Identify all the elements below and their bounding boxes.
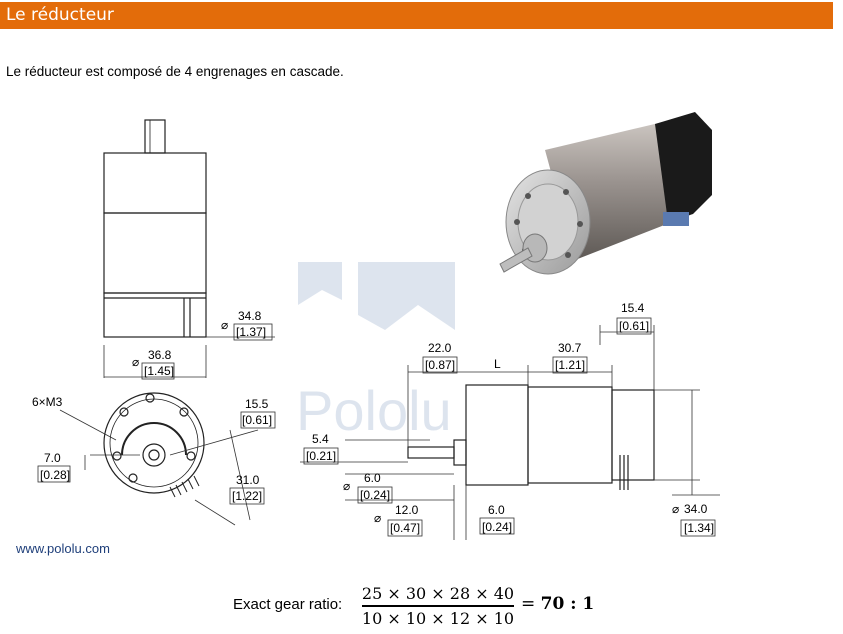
- section-title: Le réducteur: [6, 5, 114, 25]
- intro-paragraph: Le réducteur est composé de 4 engrenages…: [6, 64, 344, 79]
- dim-motor-length-in: [1.21]: [555, 358, 585, 372]
- dim-bolt-circle: 31.0: [236, 473, 260, 487]
- gear-ratio-formula: Exact gear ratio: 25 × 30 × 28 × 40 10 ×…: [233, 583, 653, 629]
- fraction-bar: [362, 605, 514, 607]
- dim-boss-length-in: [0.24]: [482, 520, 512, 534]
- motor-3d-render: [499, 112, 712, 275]
- dim-bolt-circle-in: [1.22]: [232, 489, 262, 503]
- gear-ratio-label: Exact gear ratio:: [233, 596, 343, 613]
- pololu-watermark: Pololu: [296, 262, 455, 442]
- dim-flat: 5.4: [312, 432, 329, 446]
- dim-flange-diameter-in: [1.45]: [144, 364, 174, 378]
- side-view-dims: [103, 323, 275, 380]
- dim-offset-left: 7.0: [44, 451, 61, 465]
- ratio-numerator: 25 × 30 × 28 × 40: [361, 584, 515, 603]
- ratio-value: 70 : 1: [540, 594, 595, 614]
- dim-screws: 6×M3: [32, 395, 63, 409]
- dim-offset-left-in: [0.28]: [40, 468, 70, 482]
- dim-body-diameter: 34.8: [238, 309, 262, 323]
- diameter-symbol: ⌀: [221, 318, 228, 332]
- diameter-symbol: ⌀: [374, 511, 381, 525]
- dim-motor-length: 30.7: [558, 341, 582, 355]
- dim-flange-diameter: 36.8: [148, 348, 172, 362]
- front-view: [103, 392, 205, 498]
- dim-body-diameter-in: [1.37]: [236, 325, 266, 339]
- dim-flat-in: [0.21]: [306, 449, 336, 463]
- dimensioned-side-view: [407, 384, 655, 490]
- section-header: Le réducteur: [0, 2, 833, 29]
- dim-outer-radius: 15.5: [245, 397, 269, 411]
- front-view-dims: [37, 409, 276, 526]
- dim-shaft-diameter: 6.0: [364, 471, 381, 485]
- diameter-symbol: ⌀: [672, 502, 679, 516]
- dim-motor-diameter: 34.0: [684, 502, 708, 516]
- dim-shaft-diameter-in: [0.24]: [360, 488, 390, 502]
- ratio-denominator: 10 × 10 × 12 × 10: [361, 608, 515, 628]
- dim-L: L: [494, 357, 501, 371]
- dim-outer-radius-in: [0.61]: [242, 413, 272, 427]
- ratio-fraction: 25 × 30 × 28 × 40 10 × 10 × 12 × 10: [358, 583, 518, 629]
- dim-boss-diameter: 12.0: [395, 503, 419, 517]
- dim-motor-diameter-in: [1.34]: [684, 521, 714, 535]
- ratio-result: = 70 : 1: [521, 594, 594, 614]
- dim-encoder-length-in: [0.61]: [619, 319, 649, 333]
- dim-shaft-length-in: [0.87]: [425, 358, 455, 372]
- technical-drawing: Pololu ⌀ 34.8 [1.37] ⌀ 36.8 [1.45]: [32, 112, 720, 540]
- dim-shaft-length: 22.0: [428, 341, 452, 355]
- side-view: [103, 119, 207, 338]
- dimensioned-side-view-dims: [300, 317, 720, 540]
- dim-boss-length: 6.0: [488, 503, 505, 517]
- dim-encoder-length: 15.4: [621, 301, 645, 315]
- diameter-symbol: ⌀: [132, 355, 139, 369]
- source-url: www.pololu.com: [16, 541, 110, 556]
- dim-boss-diameter-in: [0.47]: [390, 521, 420, 535]
- diameter-symbol: ⌀: [343, 479, 350, 493]
- watermark-text: Pololu: [296, 379, 452, 442]
- equals-sign: =: [521, 594, 536, 614]
